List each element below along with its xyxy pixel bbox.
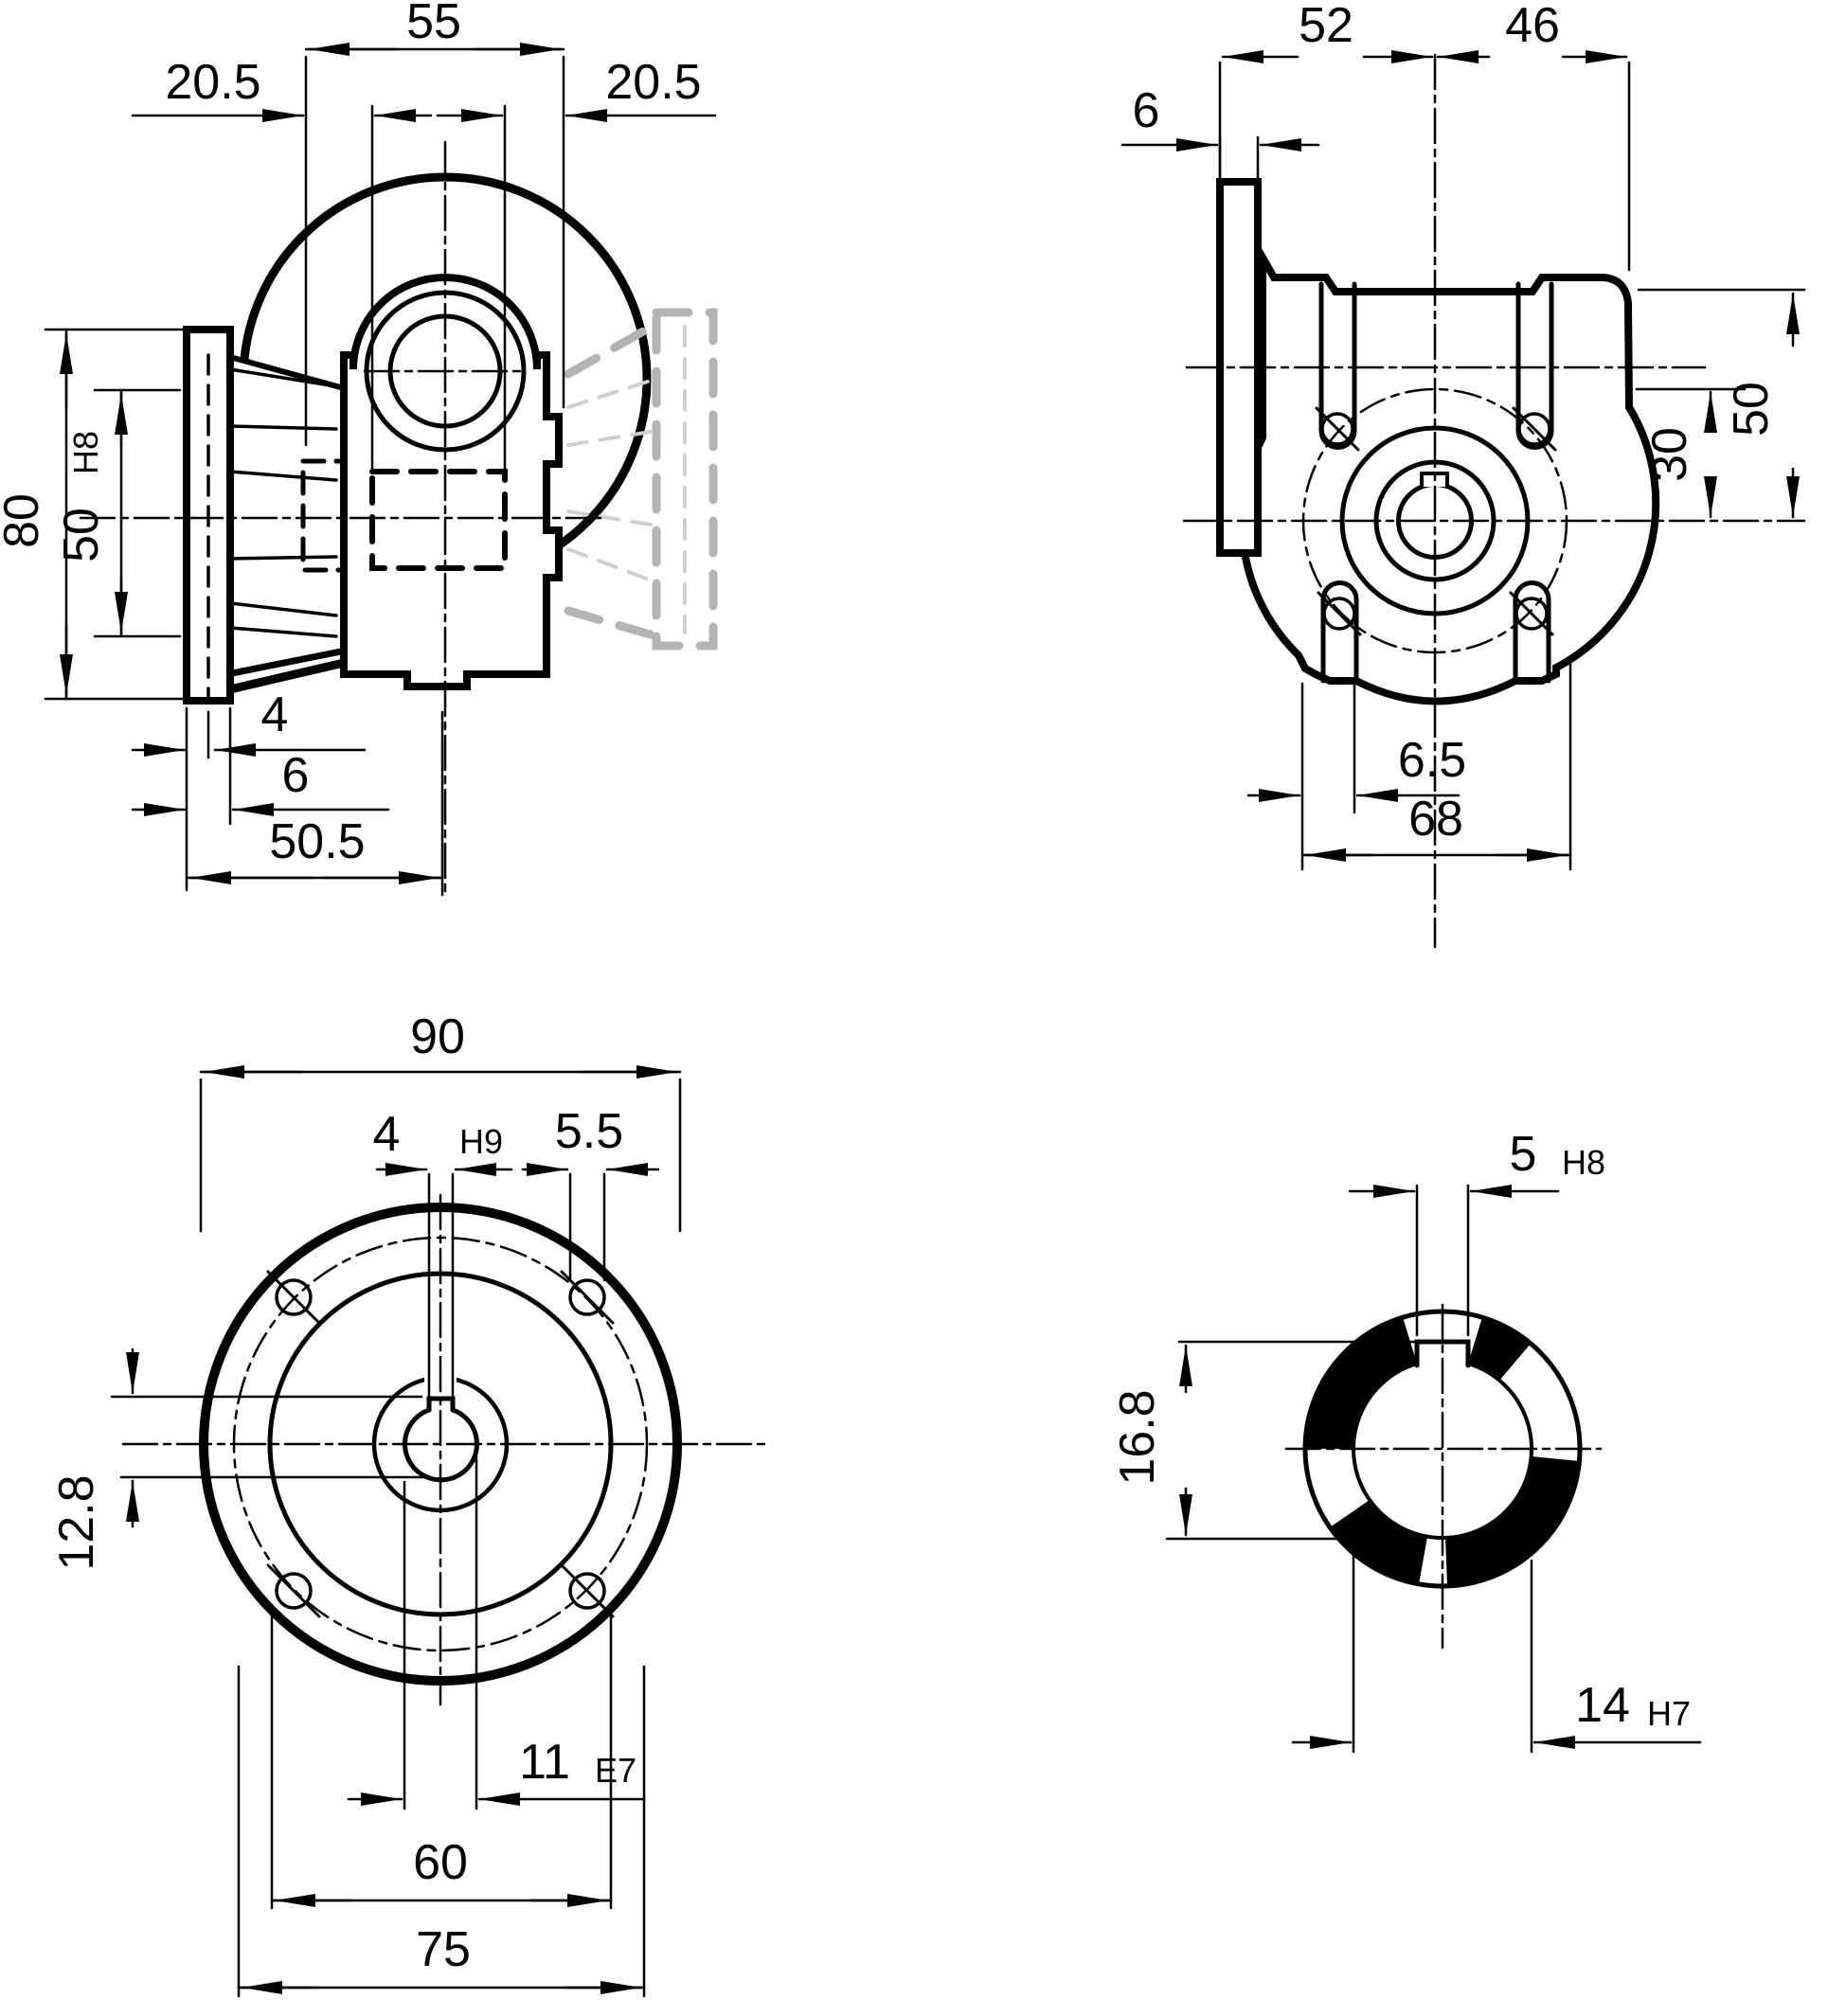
- dim-label-6: 6: [282, 748, 310, 803]
- dim-label-75: 75: [416, 1922, 471, 1977]
- dim-label-80: 80: [0, 493, 49, 548]
- dim-label-60: 60: [413, 1835, 468, 1890]
- dim-label-5h8-tol: H8: [1562, 1143, 1605, 1182]
- dim-label-14h7: 14: [1575, 1678, 1630, 1733]
- dim-label-205-right: 20.5: [605, 55, 701, 110]
- dim-label-5h8: 5: [1510, 1127, 1537, 1182]
- dim-label-55: 55: [406, 0, 461, 49]
- dim-label-505: 50.5: [269, 814, 365, 869]
- shaft-extension-lines: [1165, 1184, 1533, 1754]
- dim-label-50-tol: H8: [66, 431, 105, 474]
- dim-label-68: 68: [1408, 792, 1463, 847]
- dim-label-168: 16.8: [1110, 1389, 1165, 1485]
- shaft-section-view: 5 H8 16.8 14 H7: [1110, 1127, 1702, 1754]
- lug-holes: [1315, 406, 1557, 636]
- front-extension-lines: [1218, 61, 1806, 871]
- dim-label-128: 12.8: [49, 1474, 104, 1570]
- dim-label-65: 6.5: [1398, 733, 1466, 788]
- dim-label-46: 46: [1505, 0, 1560, 53]
- dim-label-11e7: 11: [519, 1735, 570, 1790]
- dim-label-14h7-tol: H7: [1647, 1694, 1691, 1733]
- dim-label-30: 30: [1642, 427, 1697, 482]
- bell-housing: [224, 354, 349, 694]
- dim-label-55-hole: 5.5: [555, 1104, 623, 1159]
- dim-label-4: 4: [261, 687, 289, 742]
- dim-label-6-front: 6: [1133, 83, 1160, 138]
- side-view: 55 20.5 20.5 80 50 H8: [0, 0, 718, 897]
- dim-label-11e7-tol: E7: [595, 1751, 636, 1790]
- dim-label-50: 50: [54, 508, 109, 562]
- hidden-worm-cavity: [369, 469, 508, 571]
- dim-label-90: 90: [410, 1009, 465, 1064]
- flange-bolt-holes: [266, 1270, 615, 1618]
- section-hatch-fills: [1304, 1317, 1579, 1586]
- shaft-keyway: [1414, 1339, 1471, 1368]
- dim-label-4h9-tol: H9: [459, 1122, 503, 1161]
- dim-label-50-front: 50: [1724, 382, 1779, 437]
- dim-label-4h9: 4: [373, 1107, 401, 1162]
- dim-label-52: 52: [1299, 0, 1353, 53]
- dim-label-205-left: 20.5: [165, 55, 260, 110]
- flange-view: 90 4 H9 5.5 12.8 11 E7: [49, 1009, 769, 1998]
- hidden-coupling-cavity: [300, 458, 346, 573]
- ghost-flange: [564, 308, 718, 651]
- extension-lines: [44, 55, 565, 897]
- front-view: 52 46 6 50 30 6.5: [1120, 0, 1806, 949]
- flange-extension-lines: [110, 1078, 682, 1998]
